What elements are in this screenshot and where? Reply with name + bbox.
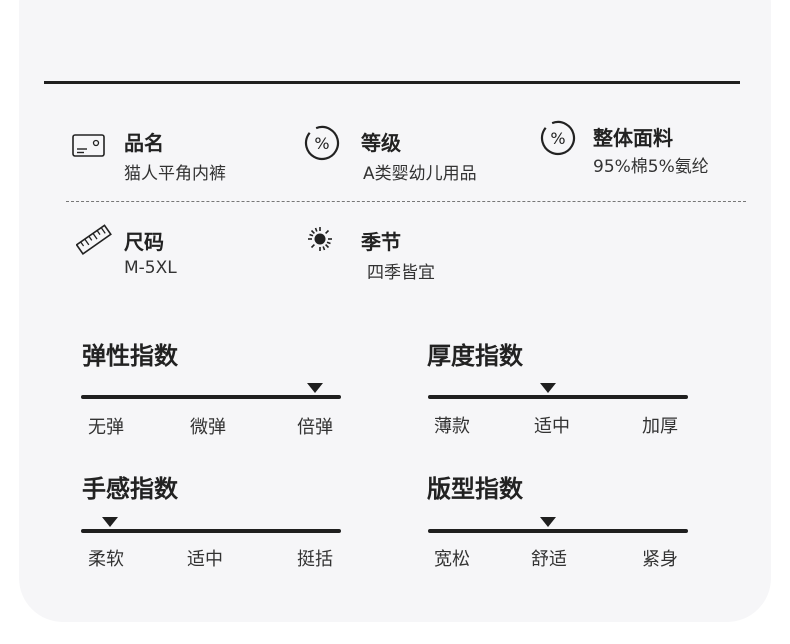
feel-tick-low: 柔软 — [88, 549, 124, 570]
elasticity-tick-low: 无弹 — [88, 417, 124, 438]
thickness-index-title: 厚度指数 — [427, 342, 523, 370]
elasticity-tick-mid: 微弹 — [190, 417, 226, 438]
spec-card — [19, 0, 771, 622]
thickness-index-track — [428, 395, 688, 399]
spec-label: 整体面料 — [593, 126, 673, 150]
percent-circle-icon: % — [540, 120, 576, 156]
fit-tick-high: 紧身 — [642, 549, 678, 570]
spec-label: 品名 — [124, 131, 164, 155]
thickness-tick-low: 薄款 — [434, 416, 470, 437]
spec-label: 季节 — [361, 230, 401, 254]
fit-index-title: 版型指数 — [427, 475, 523, 503]
fit-index-track — [428, 529, 688, 533]
ruler-icon — [76, 224, 112, 255]
fit-index-marker — [539, 517, 556, 527]
elasticity-index-marker — [307, 383, 323, 393]
dashed-divider — [66, 201, 746, 202]
top-divider — [44, 81, 740, 84]
spec-label: 尺码 — [124, 230, 164, 254]
thickness-tick-mid: 适中 — [534, 416, 570, 437]
feel-index-marker — [101, 517, 118, 527]
thickness-tick-high: 加厚 — [642, 416, 678, 437]
feel-tick-mid: 适中 — [187, 549, 223, 570]
fit-tick-mid: 舒适 — [531, 549, 567, 570]
elasticity-index-track — [81, 395, 341, 399]
elasticity-index-title: 弹性指数 — [82, 342, 178, 370]
id-card-icon — [72, 134, 105, 157]
spec-value: 猫人平角内裤 — [124, 164, 226, 184]
spec-value: 95%棉5%氨纶 — [593, 157, 709, 177]
spec-value: 四季皆宜 — [367, 263, 435, 283]
svg-text:%: % — [550, 129, 565, 148]
spec-value: A类婴幼儿用品 — [363, 164, 477, 184]
feel-tick-high: 挺括 — [297, 549, 333, 570]
svg-text:%: % — [314, 134, 329, 153]
sun-icon — [308, 227, 332, 251]
feel-index-track — [81, 529, 341, 533]
elasticity-tick-high: 倍弹 — [297, 417, 333, 438]
spec-value: M-5XL — [124, 258, 177, 278]
percent-circle-icon: % — [304, 125, 340, 161]
feel-index-title: 手感指数 — [82, 475, 178, 503]
fit-tick-low: 宽松 — [434, 549, 470, 570]
thickness-index-marker — [539, 383, 556, 393]
spec-label: 等级 — [361, 131, 401, 155]
